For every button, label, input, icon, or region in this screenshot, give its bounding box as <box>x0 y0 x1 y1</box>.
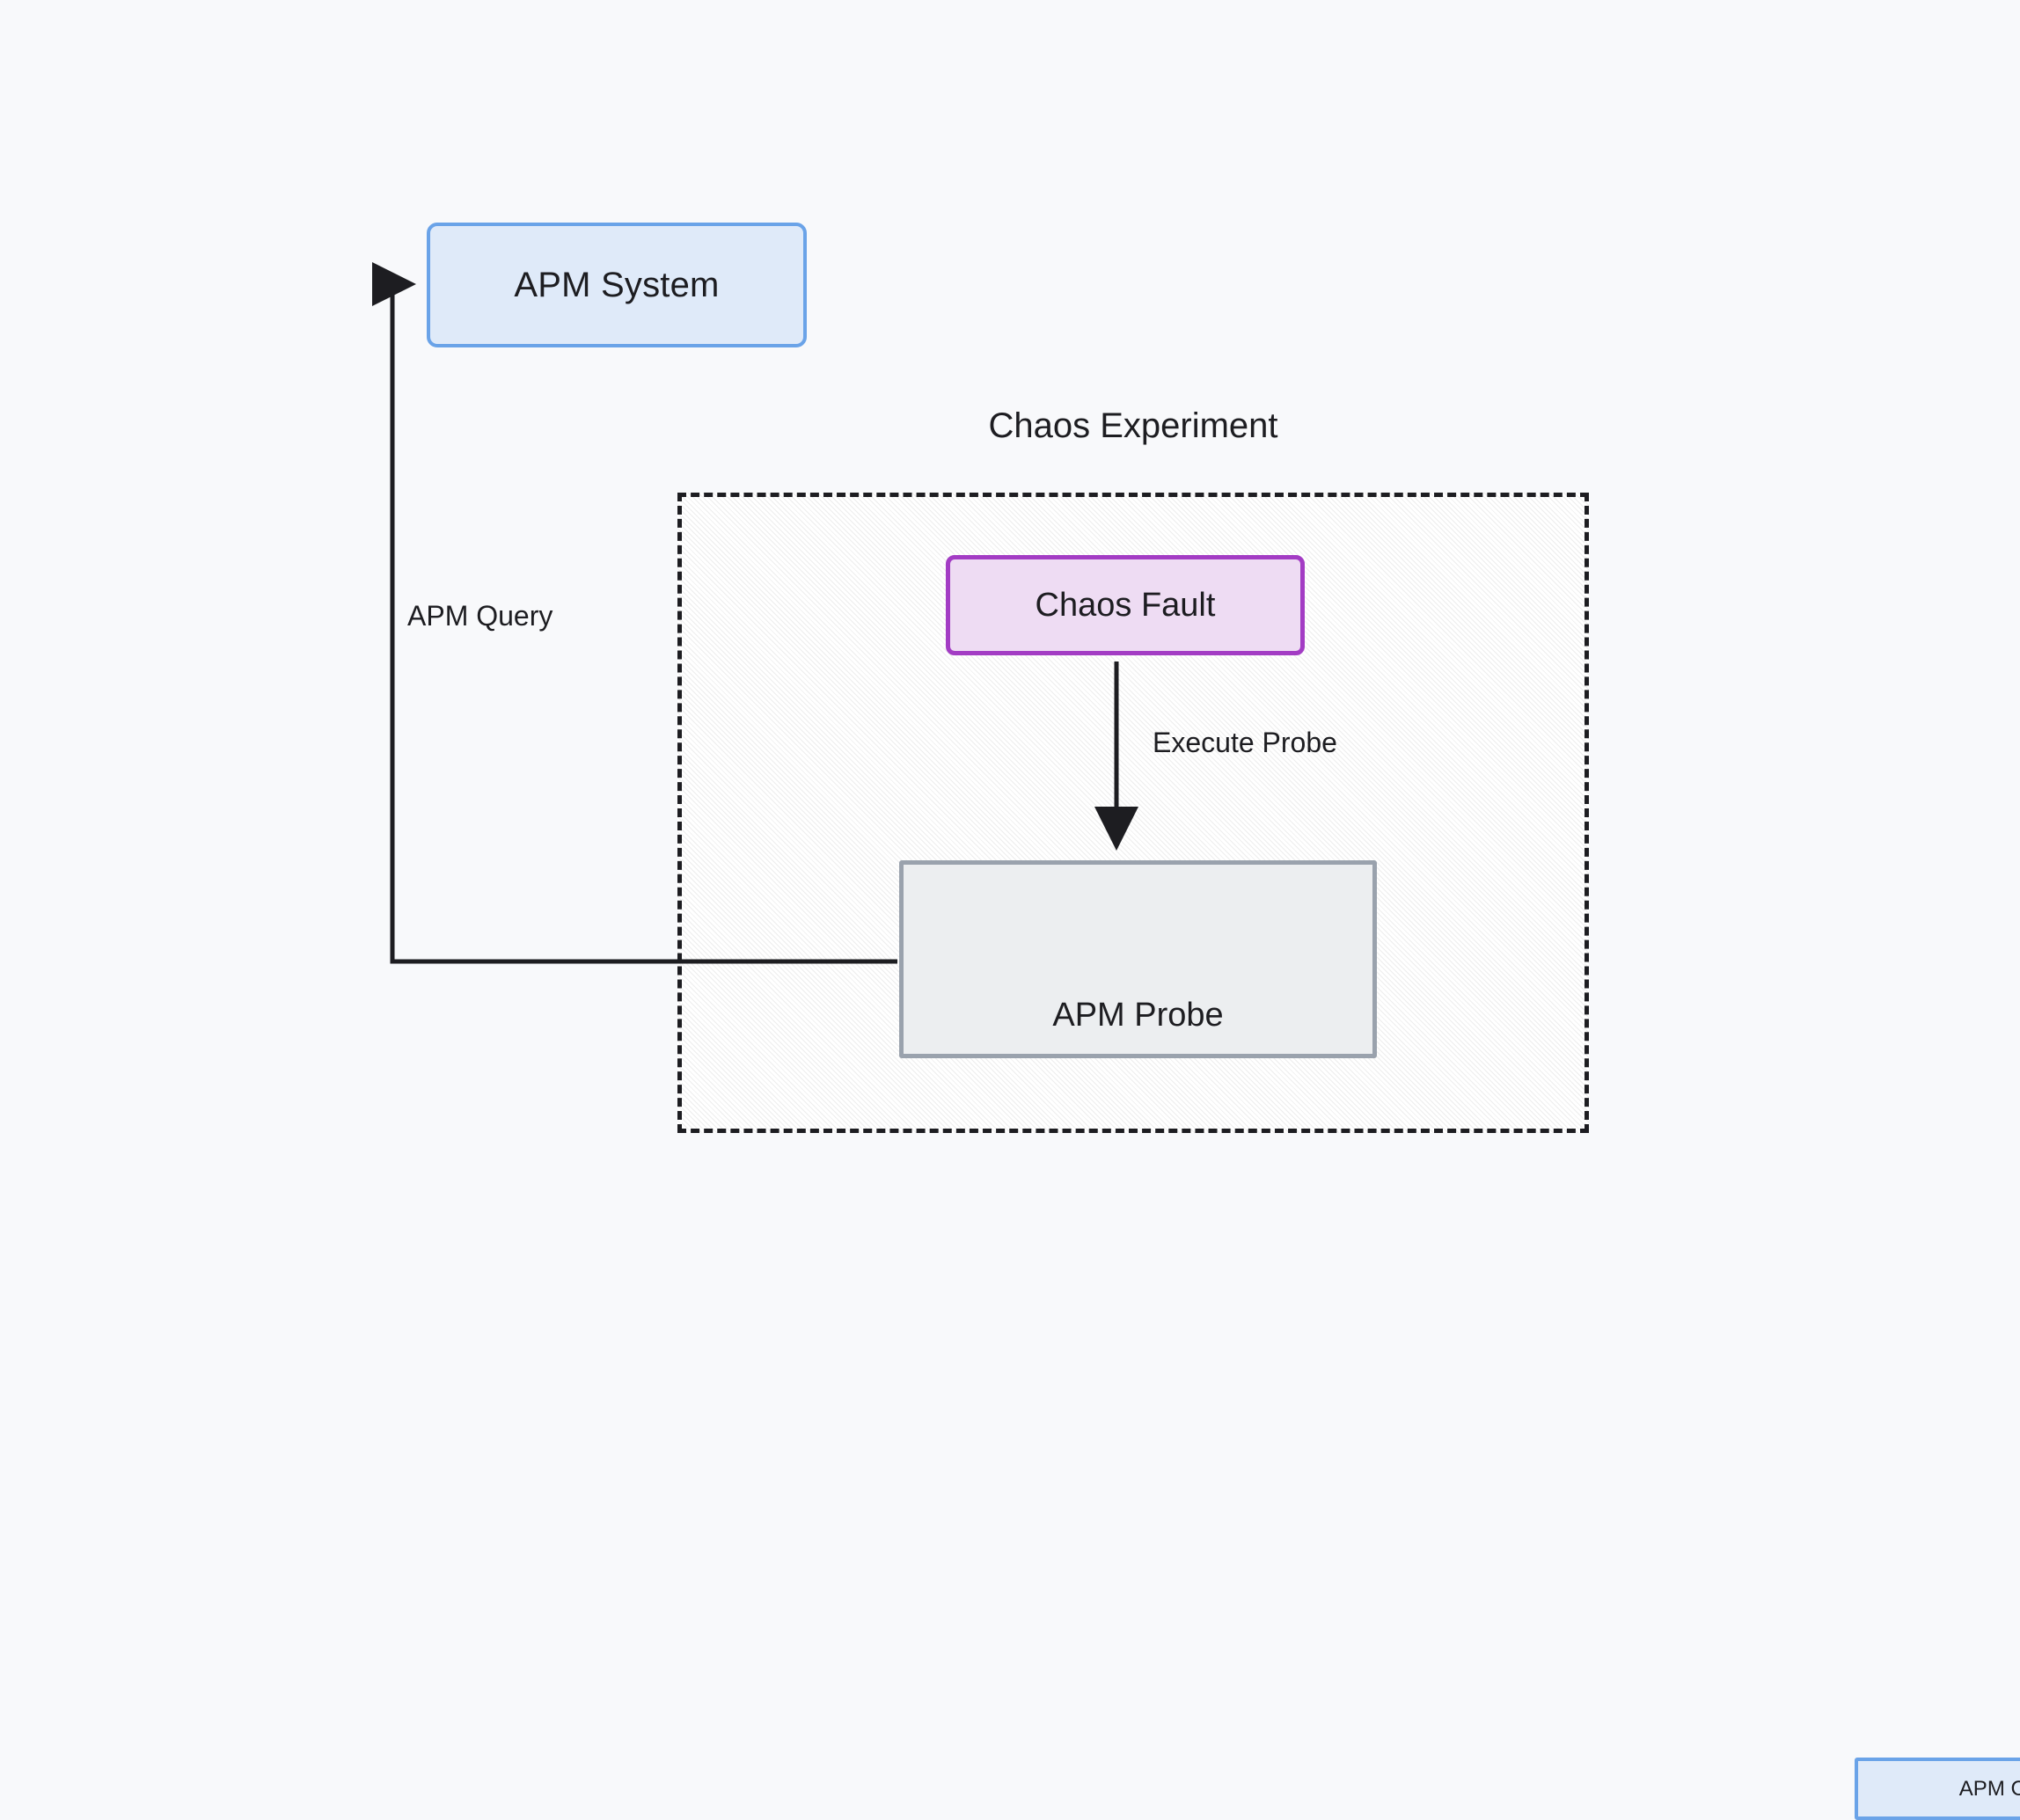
edge-label-apm-query: APM Query <box>407 600 553 632</box>
diagram-canvas: Chaos Experiment APM Query Execute Probe… <box>372 223 2020 1820</box>
node-apm-system[interactable]: APM System <box>427 223 807 347</box>
node-chaos-fault[interactable]: Chaos Fault <box>946 555 1305 655</box>
chaos-experiment-title: Chaos Experiment <box>988 406 1278 445</box>
node-apm-probe-label: APM Probe <box>1052 997 1224 1034</box>
edge-label-execute-probe: Execute Probe <box>1153 727 1337 758</box>
node-apm-probe[interactable]: APM Connector APM Probe <box>899 860 2020 1820</box>
node-apm-connector[interactable]: APM Connector <box>1855 1758 2020 1820</box>
